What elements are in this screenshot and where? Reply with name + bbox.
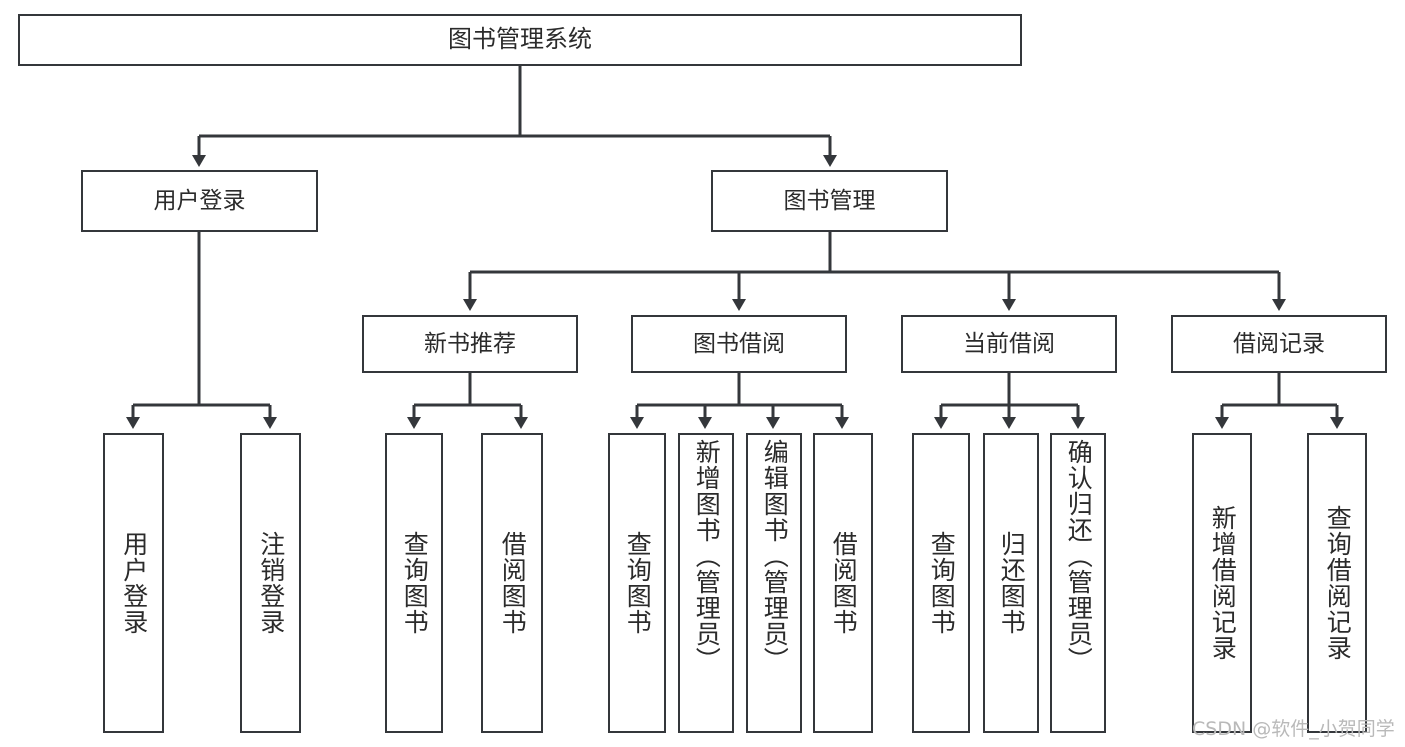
node-label: 图书借阅 [693, 330, 785, 357]
edges-current-borrow-to-leaves [934, 373, 1085, 429]
node-label: 借阅图书 [498, 531, 528, 635]
node-leaf-return-book[interactable]: 归还图书 [983, 433, 1039, 733]
node-leaf-query-book-1[interactable]: 查询图书 [385, 433, 443, 733]
node-leaf-query-book-3[interactable]: 查询图书 [912, 433, 970, 733]
edges-root-to-level2 [192, 66, 837, 167]
node-label: 新增图书（管理员） [692, 439, 722, 673]
node-label: 注销登录 [256, 531, 286, 635]
node-label: 借阅记录 [1233, 330, 1325, 357]
node-label: 用户登录 [153, 187, 246, 214]
node-label: 新增借阅记录 [1208, 505, 1238, 661]
node-label: 借阅图书 [829, 531, 859, 635]
node-label: 用户登录 [119, 531, 149, 635]
node-label: 查询图书 [400, 531, 430, 635]
node-current-borrow[interactable]: 当前借阅 [901, 315, 1117, 373]
node-leaf-query-book-2[interactable]: 查询图书 [608, 433, 666, 733]
node-book-borrow[interactable]: 图书借阅 [631, 315, 847, 373]
node-label: 查询图书 [623, 531, 653, 635]
node-leaf-edit-book[interactable]: 编辑图书（管理员） [746, 433, 802, 733]
node-leaf-borrow-book-2[interactable]: 借阅图书 [813, 433, 873, 733]
node-leaf-borrow-book-1[interactable]: 借阅图书 [481, 433, 543, 733]
node-label: 图书管理系统 [448, 25, 592, 54]
node-leaf-user-login[interactable]: 用户登录 [103, 433, 164, 733]
edges-borrow-record-to-leaves [1215, 373, 1344, 429]
edges-new-book-recommend-to-leaves [407, 373, 528, 429]
node-label: 确认归还（管理员） [1064, 439, 1094, 673]
node-label: 查询借阅记录 [1323, 505, 1353, 661]
edges-user-login-to-leaves [126, 232, 277, 429]
node-label: 新书推荐 [424, 330, 516, 357]
node-label: 图书管理 [783, 187, 876, 214]
node-label: 编辑图书（管理员） [760, 439, 790, 673]
node-label: 归还图书 [997, 531, 1027, 635]
node-book-management[interactable]: 图书管理 [711, 170, 948, 232]
node-leaf-query-record[interactable]: 查询借阅记录 [1307, 433, 1367, 733]
node-new-book-recommend[interactable]: 新书推荐 [362, 315, 578, 373]
node-borrow-record[interactable]: 借阅记录 [1171, 315, 1387, 373]
node-label: 查询图书 [927, 531, 957, 635]
edges-book-management-to-level3 [463, 232, 1286, 311]
node-label: 当前借阅 [963, 330, 1055, 357]
node-leaf-add-book[interactable]: 新增图书（管理员） [678, 433, 734, 733]
edges-book-borrow-to-leaves [630, 373, 849, 429]
node-leaf-add-record[interactable]: 新增借阅记录 [1192, 433, 1252, 733]
node-user-login[interactable]: 用户登录 [81, 170, 318, 232]
node-leaf-logout[interactable]: 注销登录 [240, 433, 301, 733]
node-root-system[interactable]: 图书管理系统 [18, 14, 1022, 66]
node-leaf-confirm-return[interactable]: 确认归还（管理员） [1050, 433, 1106, 733]
csdn-watermark: CSDN @软件_小贺同学 [1192, 718, 1395, 740]
